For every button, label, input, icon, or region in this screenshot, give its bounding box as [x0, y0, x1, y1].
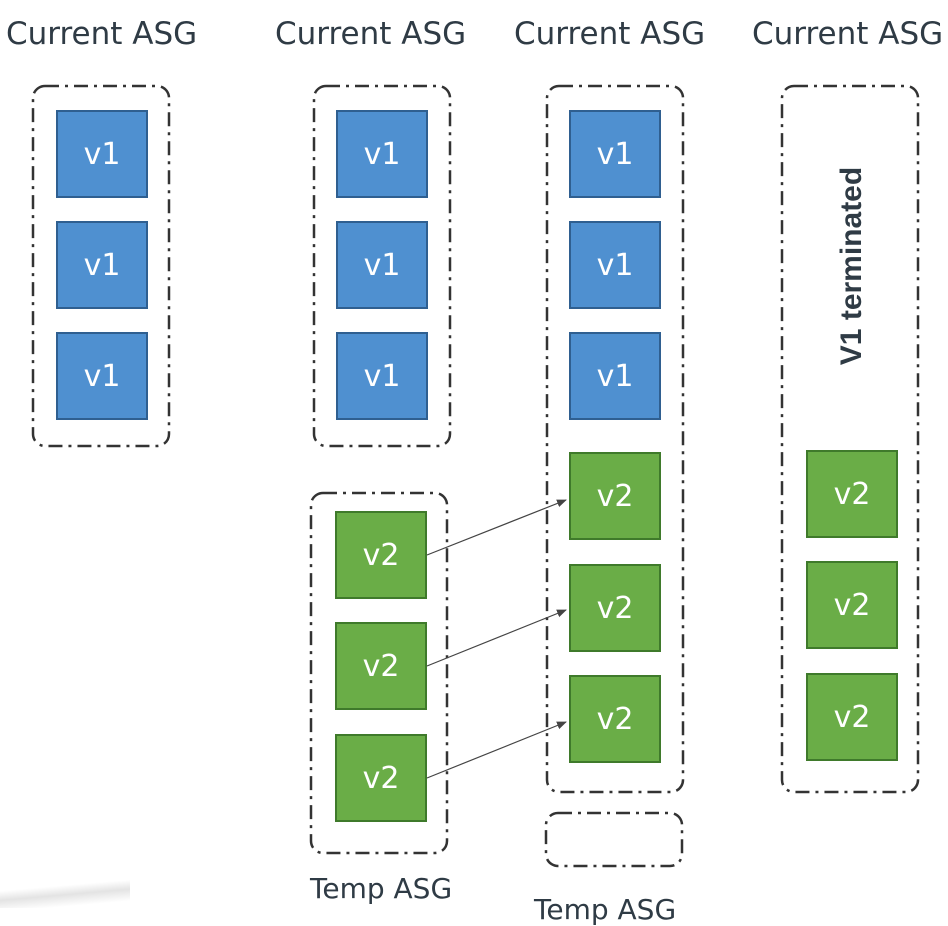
column-title-1: Current ASG: [6, 16, 198, 52]
instance-v2: v2: [569, 564, 661, 652]
group-border: [31, 84, 171, 448]
instance-v1: v1: [336, 332, 428, 420]
group-border-rect: [545, 84, 685, 794]
instance-v2: v2: [335, 511, 427, 599]
current-asg-group-2: [312, 84, 452, 448]
instance-v1: v1: [569, 332, 661, 420]
v1-terminated-label: V1 terminated: [835, 166, 868, 366]
current-asg-group-4: [780, 84, 920, 794]
instance-v1: v1: [336, 110, 428, 198]
group-border: [780, 84, 920, 794]
current-asg-group-3: [545, 84, 685, 794]
instance-v2: v2: [806, 561, 898, 649]
temp-asg-group-3-empty: [544, 811, 684, 868]
decorative-shadow: [0, 872, 130, 908]
column-title-2: Current ASG: [275, 16, 467, 52]
group-border: [309, 491, 449, 855]
instance-v1: v1: [569, 221, 661, 309]
group-border: [312, 84, 452, 448]
group-border-rect: [312, 84, 452, 448]
instance-v2: v2: [569, 675, 661, 763]
instance-v2: v2: [806, 450, 898, 538]
column-title-3: Current ASG: [514, 16, 706, 52]
group-border-rect: [31, 84, 171, 448]
instance-v1: v1: [56, 110, 148, 198]
temp-asg-group-2: [309, 491, 449, 855]
instance-v1: v1: [569, 110, 661, 198]
group-border: [544, 811, 684, 868]
instance-v2: v2: [335, 622, 427, 710]
column-title-4: Current ASG: [752, 16, 944, 52]
instance-v1: v1: [56, 332, 148, 420]
instance-v1: v1: [336, 221, 428, 309]
instance-v2: v2: [569, 452, 661, 540]
current-asg-group-1: [31, 84, 171, 448]
instance-v1: v1: [56, 221, 148, 309]
temp-asg-label: Temp ASG: [310, 872, 453, 905]
group-border-rect: [780, 84, 920, 794]
group-border: [545, 84, 685, 794]
temp-asg-label-partial: Temp ASG: [534, 893, 677, 926]
group-border-rect: [309, 491, 449, 855]
instance-v2: v2: [806, 673, 898, 761]
group-border-rect: [544, 811, 684, 868]
instance-v2: v2: [335, 734, 427, 822]
